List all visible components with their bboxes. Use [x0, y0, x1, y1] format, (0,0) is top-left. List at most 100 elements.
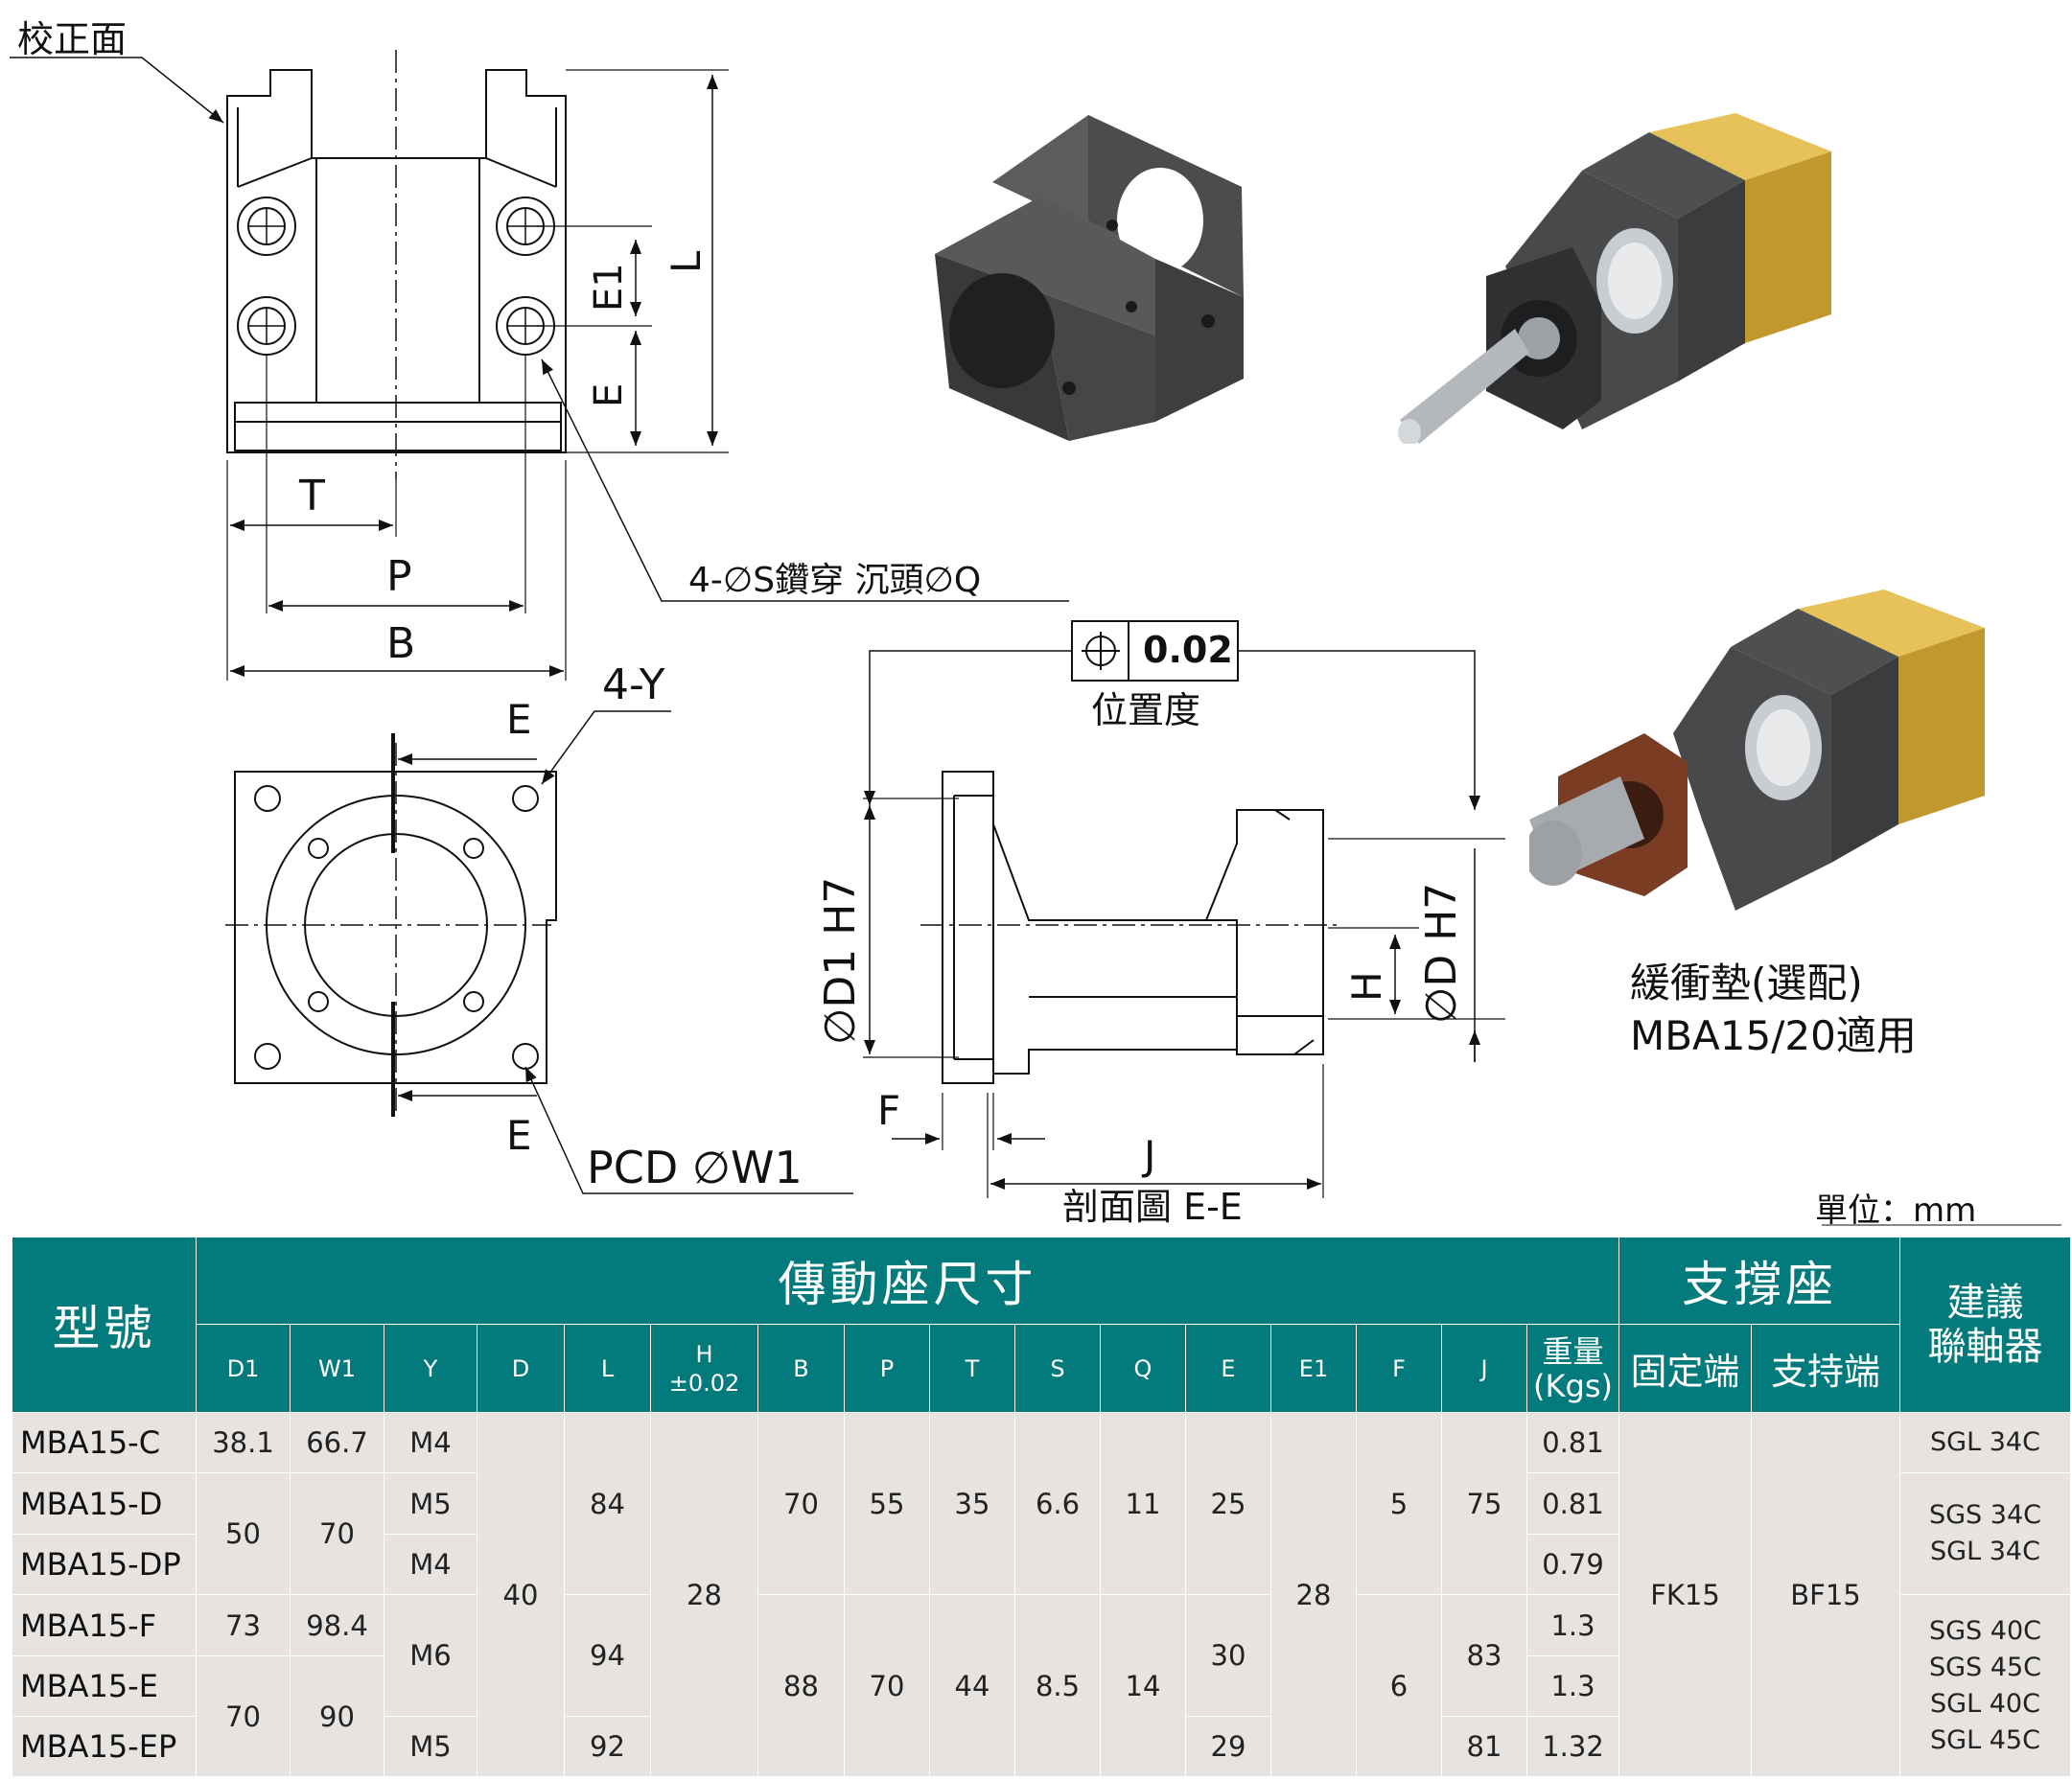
row-model: MBA15-C [12, 1412, 197, 1473]
cell-D1: 73 [196, 1594, 291, 1656]
cell-coupling: SGL 34C [1899, 1412, 2071, 1473]
mount-with-damper-image [1529, 590, 1985, 911]
col-D1: D1 [196, 1324, 291, 1413]
header-support: 支撐座 [1618, 1237, 1900, 1325]
dim-D-label: ∅D H7 [1417, 882, 1466, 1024]
cell-Y: M5 [384, 1472, 477, 1535]
dim-J-label: J [1144, 1132, 1156, 1179]
cell-B: 88 [757, 1594, 845, 1777]
cell-L: 84 [564, 1412, 651, 1595]
cell-F: 5 [1356, 1412, 1442, 1595]
cell-Y: M5 [384, 1716, 477, 1777]
damper-note-line2: MBA15/20適用 [1630, 1012, 1917, 1059]
cell-P: 55 [844, 1412, 930, 1595]
cell-D: 40 [477, 1412, 565, 1777]
dim-E-front-top: E [506, 696, 532, 743]
cell-weight: 0.79 [1526, 1534, 1619, 1595]
cell-T: 35 [929, 1412, 1015, 1595]
cell-P: 70 [844, 1594, 930, 1777]
header-dimensions: 傳動座尺寸 [196, 1237, 1619, 1325]
row-model: MBA15-F [12, 1594, 197, 1656]
cell-Y: M6 [384, 1594, 477, 1717]
header-model: 型號 [12, 1237, 197, 1413]
row-model: MBA15-E [12, 1655, 197, 1717]
header-coupling: 建議 聯軸器 [1899, 1237, 2071, 1413]
col-H: H ±0.02 [650, 1324, 758, 1413]
cell-Q: 14 [1100, 1594, 1186, 1777]
dim-D1-label: ∅D1 H7 [816, 876, 865, 1045]
cell-B: 70 [757, 1412, 845, 1595]
unit-label: 單位：mm [1815, 1191, 1977, 1230]
cell-F: 6 [1356, 1594, 1442, 1777]
cell-W1: 98.4 [290, 1594, 384, 1656]
cell-Y: M4 [384, 1412, 477, 1473]
section-title: 剖面圖 E-E [1062, 1186, 1243, 1228]
col-support-end: 支持端 [1751, 1324, 1900, 1413]
col-F: F [1356, 1324, 1442, 1413]
cell-support-end: BF15 [1751, 1412, 1900, 1777]
cell-W1: 90 [290, 1655, 384, 1777]
cell-W1: 70 [290, 1472, 384, 1595]
cell-fixed-end: FK15 [1618, 1412, 1752, 1777]
col-D: D [477, 1324, 565, 1413]
section-view [863, 620, 2061, 1226]
col-Q: Q [1100, 1324, 1186, 1413]
dim-E-label: E [587, 382, 631, 407]
mount-assembly-image [1398, 113, 1831, 444]
dim-H-label: H [1343, 971, 1390, 1002]
reference-face-label: 校正面 [17, 18, 128, 60]
dim-F-label: F [877, 1087, 901, 1134]
tolerance-value: 0.02 [1143, 629, 1233, 671]
dim-L-label: L [663, 250, 710, 273]
row-model: MBA15-EP [12, 1716, 197, 1777]
cell-J: 75 [1441, 1412, 1527, 1595]
cell-E: 25 [1185, 1412, 1271, 1595]
col-E1: E1 [1270, 1324, 1357, 1413]
technical-drawing [10, 50, 2061, 1226]
dim-E1-label: E1 [587, 263, 631, 312]
cell-S: 6.6 [1014, 1412, 1101, 1595]
cell-S: 8.5 [1014, 1594, 1101, 1777]
cell-coupling: SGS 34C SGL 34C [1899, 1472, 2071, 1595]
cell-weight: 1.3 [1526, 1594, 1619, 1656]
col-fixed-end: 固定端 [1618, 1324, 1752, 1413]
cell-Q: 11 [1100, 1412, 1186, 1595]
cell-W1: 66.7 [290, 1412, 384, 1473]
cell-weight: 0.81 [1526, 1412, 1619, 1473]
col-W1: W1 [290, 1324, 384, 1413]
cell-D1: 50 [196, 1472, 291, 1595]
cell-L: 92 [564, 1716, 651, 1777]
front-view [225, 710, 853, 1194]
damper-note-line1: 緩衝墊(選配) [1630, 960, 1863, 1006]
hole-callout: 4-∅S鑽穿 沉頭∅Q [688, 561, 982, 600]
tolerance-label: 位置度 [1091, 689, 1201, 731]
cell-T: 44 [929, 1594, 1015, 1777]
col-J: J [1441, 1324, 1527, 1413]
top-view [10, 50, 1069, 681]
dim-T-label: T [299, 472, 325, 520]
cell-E: 29 [1185, 1716, 1271, 1777]
dim-P-label: P [386, 552, 412, 601]
dim-B-label: B [386, 619, 416, 668]
col-L: L [564, 1324, 651, 1413]
dim-E-front-bottom: E [506, 1112, 532, 1159]
row-model: MBA15-DP [12, 1534, 197, 1595]
col-E: E [1185, 1324, 1271, 1413]
col-Y: Y [384, 1324, 477, 1413]
cell-D1: 70 [196, 1655, 291, 1777]
cell-J: 81 [1441, 1716, 1527, 1777]
cell-E1: 28 [1270, 1412, 1357, 1777]
cell-E: 30 [1185, 1594, 1271, 1717]
motor-mount-image [935, 115, 1244, 441]
cell-weight: 1.3 [1526, 1655, 1619, 1717]
cell-coupling: SGS 40C SGS 45C SGL 40C SGL 45C [1899, 1594, 2071, 1777]
col-P: P [844, 1324, 930, 1413]
col-S: S [1014, 1324, 1101, 1413]
cell-D1: 38.1 [196, 1412, 291, 1473]
col-T: T [929, 1324, 1015, 1413]
thread-callout: 4-Y [602, 660, 665, 709]
cell-weight: 0.81 [1526, 1472, 1619, 1535]
cell-H: 28 [650, 1412, 758, 1777]
row-model: MBA15-D [12, 1472, 197, 1535]
cell-weight: 1.32 [1526, 1716, 1619, 1777]
